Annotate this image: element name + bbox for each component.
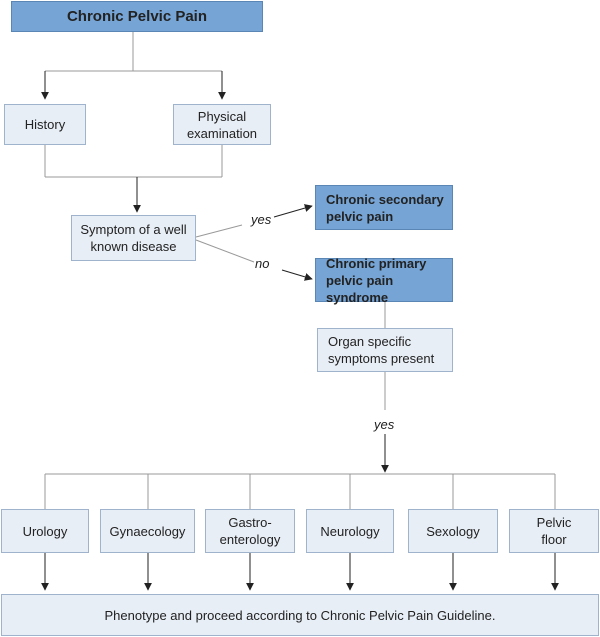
specialty-urology: Urology xyxy=(1,509,89,553)
history-text: History xyxy=(24,117,66,132)
symptom-line-1: Symptom of a well xyxy=(80,222,187,237)
organ-line-1: Organ specific xyxy=(328,334,412,349)
organ-specific-box: Organ specific symptoms present xyxy=(317,328,453,372)
specialty-neurology-text: Neurology xyxy=(320,523,380,539)
specialty-sexology-text: Sexology xyxy=(426,523,480,539)
specialty-neurology: Neurology xyxy=(306,509,394,553)
edge-label-yes-2: yes xyxy=(374,417,395,432)
symptom-box: Symptom of a well known disease xyxy=(71,215,196,261)
secondary-line-1: Chronic secondary xyxy=(326,191,444,207)
physical-line-1: Physical xyxy=(197,108,247,124)
title-text: Chronic Pelvic Pain xyxy=(66,8,208,25)
specialty-gynaecology-text: Gynaecology xyxy=(109,523,186,539)
specialty-gastroenterology: Gastro-enterology xyxy=(205,509,295,553)
history-box: History xyxy=(4,104,86,145)
specialty-pelvic-floor: Pelvic floor xyxy=(509,509,599,553)
primary-line-1: Chronic primary xyxy=(326,255,427,271)
edge-label-no: no xyxy=(255,256,270,271)
edge-label-yes: yes xyxy=(251,212,272,227)
specialty-pelvic-line-1: Pelvic xyxy=(536,515,572,530)
title-box: Chronic Pelvic Pain xyxy=(11,1,263,32)
specialty-gastro-line-1: Gastro- xyxy=(228,515,272,530)
physical-line-2: examination xyxy=(186,125,258,141)
phenotype-guideline-text: Phenotype and proceed according to Chron… xyxy=(104,607,496,623)
phenotype-guideline-box: Phenotype and proceed according to Chron… xyxy=(1,594,599,636)
symptom-line-2: known disease xyxy=(90,239,177,254)
specialty-sexology: Sexology xyxy=(408,509,498,553)
secondary-line-2: pelvic pain xyxy=(326,208,394,224)
primary-line-2: pelvic pain syndrome xyxy=(326,272,394,305)
specialty-gynaecology: Gynaecology xyxy=(100,509,195,553)
specialty-urology-text: Urology xyxy=(22,523,68,539)
specialty-gastro-line-2: enterology xyxy=(219,532,281,547)
specialty-pelvic-line-2: floor xyxy=(541,532,567,547)
organ-line-2: symptoms present xyxy=(328,351,435,366)
